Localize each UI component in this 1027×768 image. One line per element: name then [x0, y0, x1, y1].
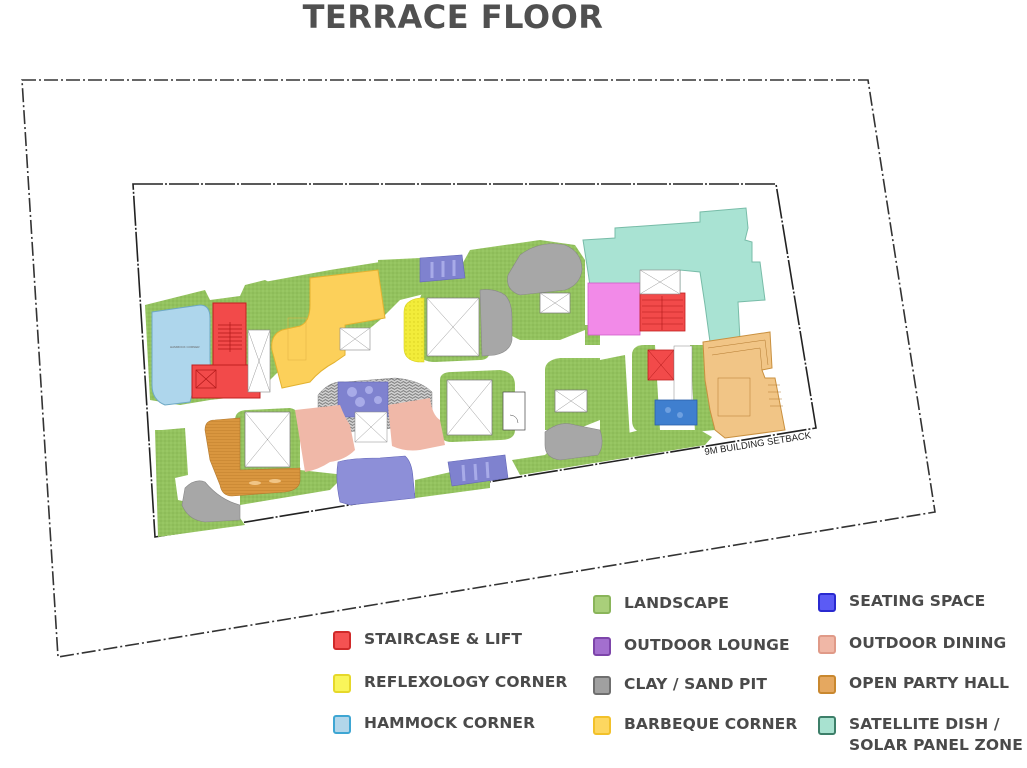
seating-space: [654, 399, 698, 426]
legend-item-barbeque-corner: BARBEQUE CORNER: [593, 714, 797, 735]
staircase-lift-swatch-icon: [333, 631, 351, 650]
staircase-lift-right: [639, 269, 686, 332]
outdoor-dining-left: [295, 405, 355, 472]
outdoor-dining-right: [388, 398, 445, 451]
outdoor-lounge-swatch-icon: [593, 637, 611, 656]
clay-sand-pit-3: [181, 480, 241, 523]
outdoor-lounge-bottom-1: [336, 455, 416, 506]
open-party-hall-left: [204, 417, 301, 497]
barbeque-corner-swatch-icon: [593, 716, 611, 735]
legend-item-reflexology-corner: REFLEXOLOGY CORNER: [333, 672, 567, 693]
clay-sand-pit-1: [479, 289, 513, 357]
clay-sand-pit-swatch-icon: [593, 676, 611, 695]
barbeque-corner: [271, 269, 386, 389]
reflexology-corner-swatch-icon: [333, 674, 351, 693]
page-title: TERRACE FLOOR: [302, 0, 604, 36]
legend-item-landscape: LANDSCAPE: [593, 593, 729, 614]
clay-sand-pit-2: [507, 243, 583, 296]
legend-item-satellite-solar-zone: SATELLITE DISH / SOLAR PANEL ZONE: [818, 714, 1023, 756]
clay-sand-pit-4: [544, 423, 603, 461]
legend-item-seating-space: SEATING SPACE: [818, 591, 985, 612]
legend-item-outdoor-dining: OUTDOOR DINING: [818, 633, 1006, 654]
legend-item-outdoor-lounge: OUTDOOR LOUNGE: [593, 635, 790, 656]
legend-item-clay-sand-pit: CLAY / SAND PIT: [593, 674, 767, 695]
pink-room: [587, 282, 641, 336]
outdoor-dining-swatch-icon: [818, 635, 836, 654]
hammock-corner-swatch-icon: [333, 715, 351, 734]
reflexology-corner: [403, 297, 425, 363]
legend-item-hammock-corner: HAMMOCK CORNER: [333, 713, 535, 734]
landscape-swatch-icon: [593, 595, 611, 614]
legend-item-staircase-lift: STAIRCASE & LIFT: [333, 629, 522, 650]
svg-text:HAMMOCK CORNER: HAMMOCK CORNER: [170, 345, 200, 349]
seating-space-swatch-icon: [818, 593, 836, 612]
open-party-hall-swatch-icon: [818, 675, 836, 694]
legend-item-open-party-hall: OPEN PARTY HALL: [818, 673, 1009, 694]
open-party-hall-right: [702, 331, 786, 439]
plot-boundary: [21, 79, 936, 658]
satellite-solar-zone-swatch-icon: [818, 716, 836, 735]
